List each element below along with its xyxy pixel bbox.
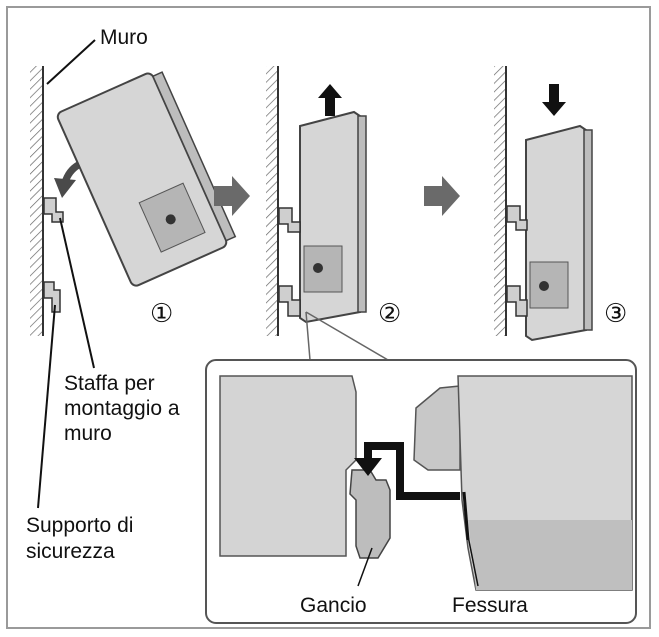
step-number-3: ③ xyxy=(604,298,628,328)
step-number-1: ① xyxy=(150,298,174,328)
bracket-upper-1 xyxy=(43,197,64,223)
step-arrow-1-to-2 xyxy=(214,176,250,216)
wall-hatch-2 xyxy=(266,66,278,336)
device-screw-1 xyxy=(165,214,176,225)
wall-hatch-1 xyxy=(30,66,43,336)
support-label-line-1: Supporto di xyxy=(26,514,134,537)
safety-support-2 xyxy=(278,285,301,317)
device-screw-2 xyxy=(313,263,323,273)
hook-label: Gancio xyxy=(300,594,367,617)
detail-hook-shape xyxy=(349,469,391,559)
detail-device-shade xyxy=(468,520,632,590)
device-front-2 xyxy=(357,115,367,313)
curved-arrow-head xyxy=(54,178,76,198)
lower-down-arrow xyxy=(542,84,566,116)
panel-step-2 xyxy=(266,66,367,336)
wall-label: Muro xyxy=(100,26,148,49)
device-screw-3 xyxy=(539,281,549,291)
device-front-3 xyxy=(583,129,593,331)
bracket-label-line-2: montaggio a xyxy=(64,397,180,420)
detail-insert-arrow-head xyxy=(354,458,382,476)
support-label-line-2: sicurezza xyxy=(26,540,115,563)
support-leader-line xyxy=(37,304,56,509)
detail-device-top xyxy=(413,385,461,471)
device-panel-3 xyxy=(529,261,569,309)
detail-bracket-block xyxy=(219,375,357,557)
lift-up-arrow xyxy=(318,84,342,116)
bracket-upper-2 xyxy=(278,207,301,233)
bracket-upper-3 xyxy=(506,205,528,231)
wall-hatch-3 xyxy=(494,66,506,336)
bracket-label-line-3: muro xyxy=(64,422,112,445)
step-number-2: ② xyxy=(378,298,402,328)
device-panel-2 xyxy=(303,245,343,293)
detail-slot-line xyxy=(462,491,470,541)
callout-leader-left xyxy=(305,311,311,361)
panel-step-3 xyxy=(494,66,593,342)
slot-leader-line xyxy=(467,535,479,587)
wall-leader-line xyxy=(46,39,96,85)
slot-label: Fessura xyxy=(452,594,528,617)
hook-leader-line xyxy=(357,547,373,587)
bracket-label-line-1: Staffa per xyxy=(64,372,155,395)
callout-leader-right xyxy=(305,311,389,361)
panel-step-1 xyxy=(30,39,237,509)
bracket-leader-line xyxy=(59,217,95,369)
safety-support-3 xyxy=(506,285,528,317)
detail-insert-arrow xyxy=(364,442,460,500)
step-arrow-2-to-3 xyxy=(424,176,460,216)
detail-callout xyxy=(205,311,637,624)
safety-support-1 xyxy=(43,281,61,313)
